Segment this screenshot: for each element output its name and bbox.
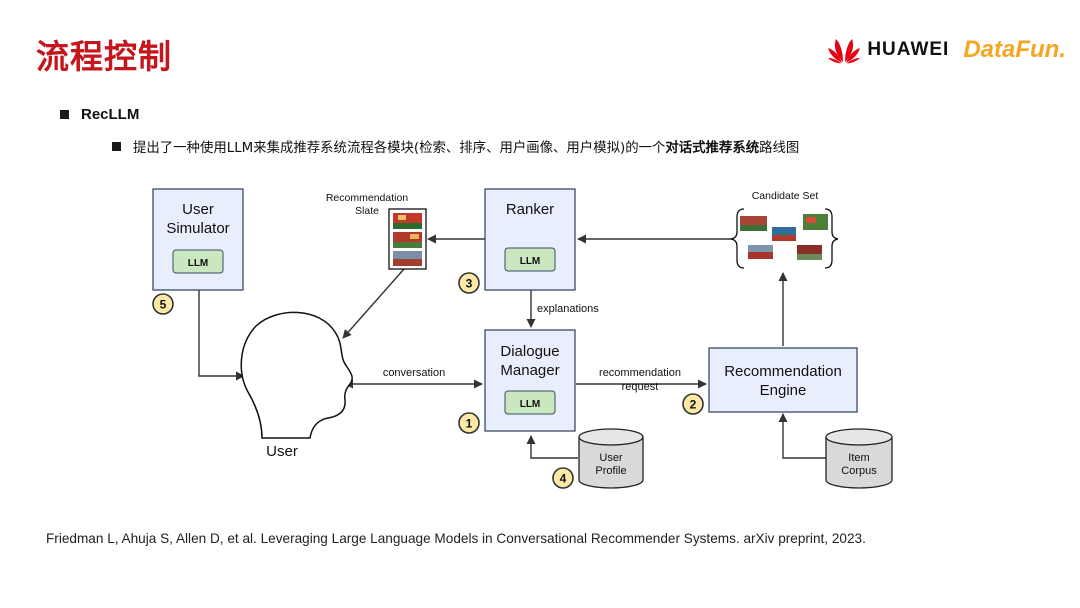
ranker-node: Ranker LLM	[484, 188, 576, 291]
user-profile-label-1: User	[599, 452, 623, 464]
step-badge-3: 3	[458, 272, 480, 294]
user-simulator-label-2: Simulator	[166, 220, 229, 237]
rec-request-label-1: recommendation	[599, 367, 681, 379]
user-simulator-node: User Simulator LLM	[152, 188, 244, 291]
bullet-text-prefix: 提出了一种使用LLM来集成推荐系统流程各模块(检索、排序、用户画像、用户模拟)的…	[133, 141, 666, 156]
bullet-title: RecLLM	[81, 106, 140, 123]
rec-engine-label-1: Recommendation	[724, 363, 842, 380]
logo-group: HUAWEI DataFun.	[827, 30, 1066, 70]
dialogue-manager-label-2: Manager	[500, 362, 559, 379]
step-badge-circle	[152, 293, 174, 315]
ranker-llm-label: LLM	[520, 256, 541, 267]
ranker-llm-box	[504, 247, 556, 272]
candidate-set-label: Candidate Set	[752, 190, 819, 202]
huawei-logo: HUAWEI	[827, 36, 949, 64]
item-corpus-database: Item Corpus	[825, 428, 893, 489]
conversation-label: conversation	[383, 367, 445, 379]
rec-engine-label-2: Engine	[760, 382, 807, 399]
step-badge-number: 2	[690, 398, 697, 412]
recommendation-engine-box	[709, 348, 857, 412]
slate-thumbnail-2	[393, 232, 422, 248]
dialogue-manager-llm-box	[504, 390, 556, 415]
user-label: User	[266, 443, 298, 460]
item-corpus-label-2: Corpus	[841, 465, 877, 477]
bullet-square-icon	[60, 110, 69, 119]
bullet-recllm: RecLLM	[60, 106, 139, 123]
edge-profile-to-dialogue	[526, 435, 578, 459]
page-title: 流程控制	[36, 37, 172, 76]
bullet-text: 提出了一种使用LLM来集成推荐系统流程各模块(检索、排序、用户画像、用户模拟)的…	[133, 136, 799, 156]
recommendation-engine-node: Recommendation Engine	[708, 347, 858, 413]
step-badge-number: 4	[560, 472, 567, 486]
bullet-text-suffix: 路线图	[759, 141, 800, 156]
huawei-flower-icon	[828, 39, 861, 64]
huawei-wordmark: HUAWEI	[867, 39, 950, 60]
candidate-thumbnail-3	[803, 214, 828, 230]
bullet-square-icon	[112, 141, 121, 151]
candidate-thumbnail-1	[740, 216, 767, 231]
bullet-text-bold: 对话式推荐系统	[665, 141, 760, 156]
user-head-icon	[240, 311, 353, 439]
user-profile-database: User Profile	[578, 428, 644, 489]
step-badge-number: 5	[160, 298, 167, 312]
explanations-label: explanations	[537, 303, 599, 315]
user-simulator-llm-box	[172, 249, 224, 274]
slate-label-2: Slate	[355, 205, 379, 217]
user-profile-label-2: Profile	[595, 465, 626, 477]
step-badge-1: 1	[458, 412, 480, 434]
user-simulator-label-1: User	[182, 201, 214, 218]
candidate-left-brace	[730, 208, 745, 269]
candidate-right-brace	[824, 208, 839, 269]
citation-text: Friedman L, Ahuja S, Allen D, et al. Lev…	[46, 531, 866, 546]
slate-label-1: Recommendation	[326, 192, 408, 204]
candidate-thumbnail-5	[797, 245, 822, 260]
datafun-logo: DataFun.	[963, 36, 1066, 63]
step-badge-number: 3	[466, 277, 473, 291]
dialogue-manager-llm-label: LLM	[520, 399, 541, 410]
user-simulator-llm-label: LLM	[188, 258, 209, 269]
step-badge-5: 5	[152, 293, 174, 315]
dialogue-manager-node: Dialogue Manager LLM	[484, 329, 576, 432]
edge-slate-to-user	[342, 268, 405, 339]
step-badge-number: 1	[466, 417, 473, 431]
ranker-box	[485, 189, 575, 290]
slate-thumbnail-1	[393, 213, 422, 229]
edge-simulator-to-user	[198, 290, 245, 381]
slate-thumbnail-3	[393, 251, 422, 266]
step-badge-2: 2	[682, 393, 704, 415]
item-corpus-label-1: Item	[848, 452, 869, 464]
step-badge-4: 4	[552, 467, 574, 489]
candidate-thumbnail-2	[772, 227, 796, 241]
ranker-label: Ranker	[506, 201, 554, 218]
edge-corpus-to-engine	[778, 413, 826, 459]
bullet-description: 提出了一种使用LLM来集成推荐系统流程各模块(检索、排序、用户画像、用户模拟)的…	[112, 136, 799, 156]
recommendation-slate	[388, 208, 427, 270]
rec-request-label-2: request	[622, 381, 659, 393]
candidate-thumbnail-4	[748, 245, 773, 259]
candidate-set	[730, 208, 839, 269]
dialogue-manager-label-1: Dialogue	[500, 343, 559, 360]
